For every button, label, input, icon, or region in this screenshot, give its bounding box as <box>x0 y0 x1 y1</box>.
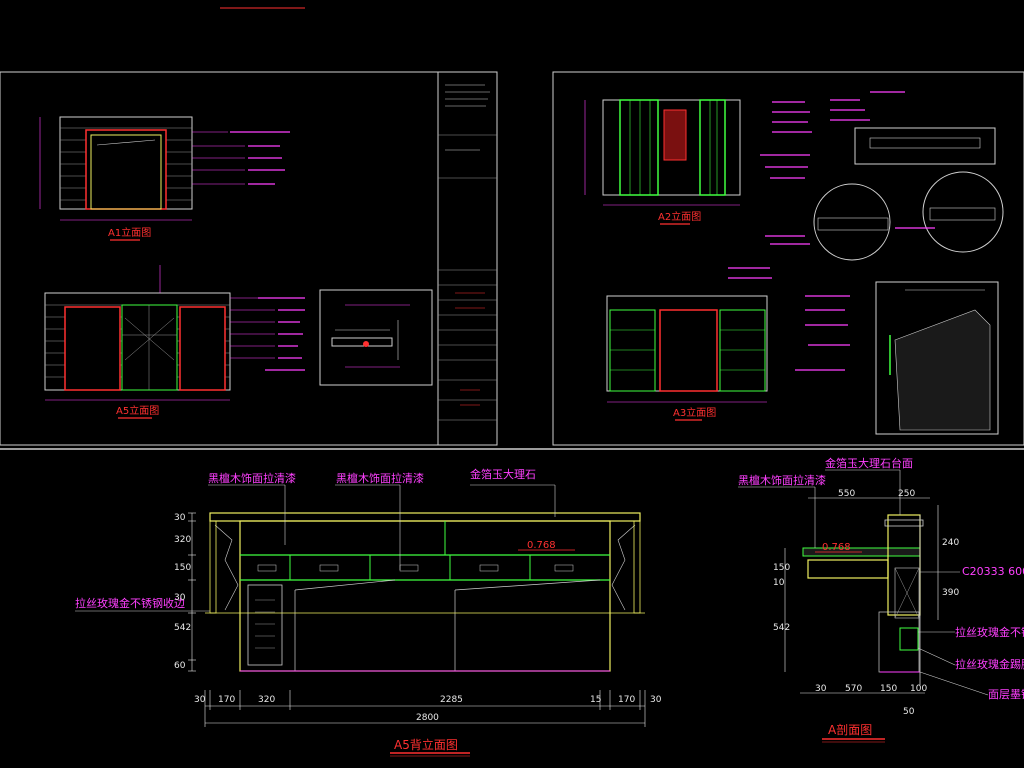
dim-bottom-6: 170 <box>618 695 635 705</box>
section-dim-right-2: 390 <box>942 588 959 598</box>
section-note-top-1: 金箔玉大理石台面 <box>825 456 913 470</box>
elevation-a2: A2立面图 <box>584 99 812 225</box>
elevation-a1-title: A1立面图 <box>108 226 151 239</box>
main-elevation-level-mark: 0.768 <box>527 540 556 551</box>
elevation-a3-title: A3立面图 <box>673 406 716 419</box>
dim-left-6: 60 <box>174 661 186 671</box>
elevation-a5-small-title: A5立面图 <box>116 404 159 417</box>
section-note-right-1: C20333 6004500 <box>962 565 1024 578</box>
ceiling-section-detail <box>765 91 1004 261</box>
dim-left-5: 542 <box>174 623 191 633</box>
section-note-right-2: 拉丝玫瑰金不锈钢 <box>955 625 1024 639</box>
sheet-frame-right <box>552 71 1024 446</box>
dim-bottom-3: 320 <box>258 695 275 705</box>
dim-left-2: 320 <box>174 535 191 545</box>
section-dim-top-1: 550 <box>838 489 855 499</box>
main-elevation: 0.768 黑檀木饰面拉清漆 黑檀木饰面拉清漆 金箔玉大理石 拉丝玫瑰金不锈钢收… <box>75 467 662 757</box>
detail-box-left <box>319 289 433 386</box>
section-dim-left-3: 542 <box>773 623 790 633</box>
main-elevation-note-1: 黑檀木饰面拉清漆 <box>208 471 296 485</box>
section-dim-bottom-3: 150 <box>880 684 897 694</box>
dim-bottom-5: 15 <box>590 695 601 705</box>
dim-left-3: 150 <box>174 563 191 573</box>
section-dim-bottom-5: 50 <box>903 707 915 717</box>
main-elevation-left-note: 拉丝玫瑰金不锈钢收边 <box>75 596 185 610</box>
main-elevation-note-2: 黑檀木饰面拉清漆 <box>336 471 424 485</box>
dim-bottom-2: 170 <box>218 695 235 705</box>
dim-bottom-4: 2285 <box>440 695 463 705</box>
dim-bottom-total: 2800 <box>416 713 439 723</box>
title-block <box>438 84 497 421</box>
section-dim-right-1: 240 <box>942 538 959 548</box>
section-drawing: 0.768 金箔玉大理石台面 黑檀木饰面拉清漆 550 250 150 10 5… <box>738 456 1024 743</box>
section-dim-top-2: 250 <box>898 489 915 499</box>
dim-bottom-1: 30 <box>194 695 206 705</box>
section-dim-bottom-2: 570 <box>845 684 862 694</box>
dim-bottom-7: 30 <box>650 695 662 705</box>
section-level-mark: 0.768 <box>822 542 851 553</box>
main-elevation-note-3: 金箔玉大理石 <box>470 467 536 481</box>
dim-left-1: 30 <box>174 513 186 523</box>
main-elevation-title: A5背立面图 <box>394 737 458 752</box>
elevation-a1: A1立面图 <box>39 116 290 241</box>
elevation-a2-title: A2立面图 <box>658 210 701 223</box>
section-title: A剖面图 <box>828 723 872 737</box>
section-dim-bottom-4: 100 <box>910 684 927 694</box>
section-note-right-4: 面层墨镜 <box>988 687 1024 701</box>
elevation-a3: A3立面图 <box>606 267 850 421</box>
section-dim-left-1: 150 <box>773 563 790 573</box>
dim-left-4: 30 <box>174 593 186 603</box>
detail-box-right <box>875 281 999 435</box>
elevation-a5-small: A5立面图 <box>44 265 305 419</box>
section-note-right-3: 拉丝玫瑰金踢脚板 <box>955 657 1024 671</box>
section-note-top-2: 黑檀木饰面拉清漆 <box>738 473 826 487</box>
section-dim-left-2: 10 <box>773 578 785 588</box>
sheet-frame-left <box>0 71 1024 450</box>
section-dim-bottom-1: 30 <box>815 684 827 694</box>
